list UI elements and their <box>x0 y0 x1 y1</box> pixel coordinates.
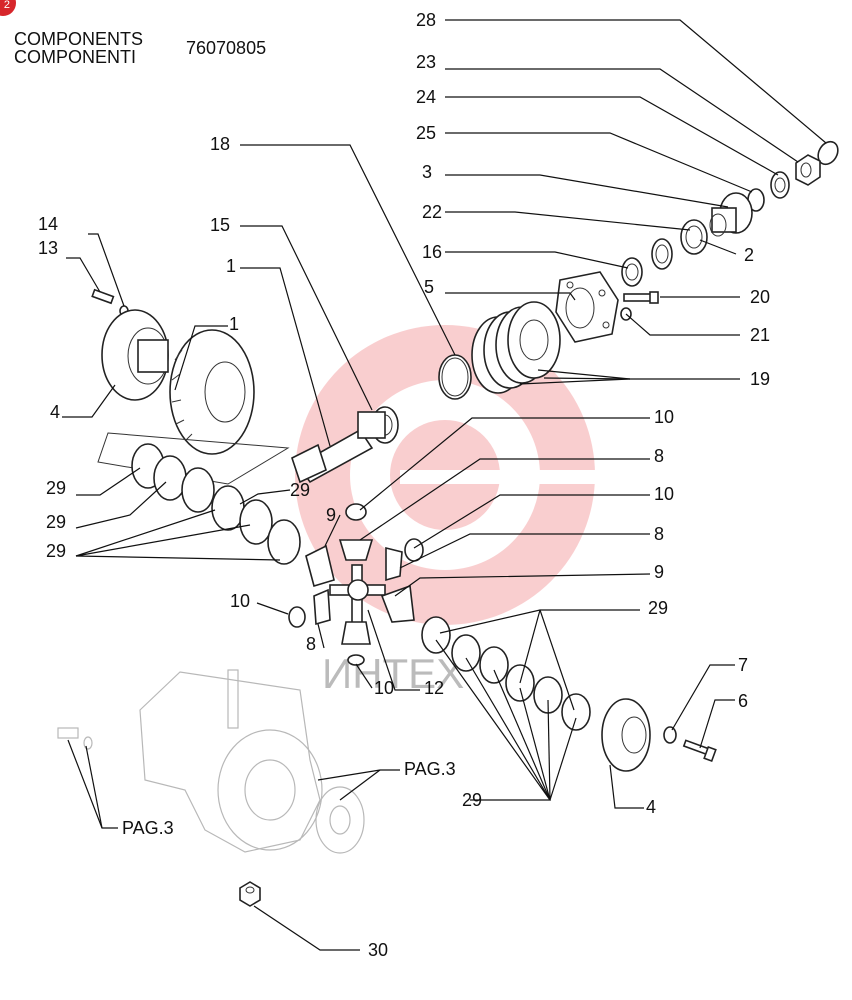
callout-19: 19 <box>750 369 770 389</box>
spider-12 <box>329 564 386 631</box>
callout-labels: 28 23 24 25 3 22 2 16 5 20 21 19 18 15 1… <box>38 10 770 960</box>
callout-10-b: 10 <box>654 484 674 504</box>
page-title: COMPONENTS COMPONENTI <box>14 30 143 66</box>
bearing-16 <box>621 257 643 287</box>
washer-10-bottom <box>347 654 365 666</box>
spacer-2 <box>651 238 673 270</box>
callout-1-crown: 1 <box>229 314 239 334</box>
callout-6: 6 <box>738 691 748 711</box>
page-badge: 2 <box>0 0 16 16</box>
callout-8-c: 8 <box>306 634 316 654</box>
clutch-discs-19 <box>471 301 561 394</box>
callout-29-e: 29 <box>648 598 668 618</box>
carrier-4-left <box>101 309 169 401</box>
callout-9-a: 9 <box>326 505 336 525</box>
callout-22: 22 <box>422 202 442 222</box>
callout-24: 24 <box>416 87 436 107</box>
callout-10-a: 10 <box>654 407 674 427</box>
washer-7 <box>663 726 677 744</box>
crown-wheel-1 <box>169 329 255 455</box>
callout-16: 16 <box>422 242 442 262</box>
callout-10-c: 10 <box>230 591 250 611</box>
gear-9-top <box>338 539 374 561</box>
bracket-lines-left <box>97 432 290 485</box>
washer-10-top <box>345 503 367 521</box>
friction-discs-29-right <box>421 616 591 731</box>
callout-1-shaft: 1 <box>226 256 236 276</box>
callout-10-d: 10 <box>374 678 394 698</box>
callout-29-a: 29 <box>46 478 66 498</box>
bearing-15 <box>357 406 399 444</box>
axle-housing <box>57 669 365 854</box>
callout-29-d: 29 <box>46 541 66 561</box>
friction-discs-29-left <box>131 443 301 565</box>
callout-14: 14 <box>38 214 58 234</box>
callout-4-left: 4 <box>50 402 60 422</box>
nut-30 <box>239 881 261 907</box>
title-italian: COMPONENTI <box>14 47 137 67</box>
o-ring-28 <box>817 140 839 166</box>
pinion-shaft-1 <box>291 428 374 484</box>
callout-pag3-left: PAG.3 <box>122 818 174 838</box>
callout-12: 12 <box>424 678 444 698</box>
callout-9-b: 9 <box>654 562 664 582</box>
bearing-22 <box>680 219 708 255</box>
callout-2: 2 <box>744 245 754 265</box>
callout-21: 21 <box>750 325 770 345</box>
callout-20: 20 <box>750 287 770 307</box>
gear-9-right <box>380 584 415 623</box>
callout-29-f: 29 <box>462 790 482 810</box>
carrier-4-right <box>601 698 651 772</box>
callout-30: 30 <box>368 940 388 960</box>
bolt-6 <box>682 739 717 763</box>
title-english: COMPONENTS <box>14 29 144 49</box>
gear-8-left-upper <box>305 544 335 588</box>
callout-7: 7 <box>738 655 748 675</box>
washer-10-left <box>288 606 306 628</box>
callout-pag3-right: PAG.3 <box>404 759 456 779</box>
housing-5 <box>555 271 619 343</box>
callout-18: 18 <box>210 134 230 154</box>
flange-3 <box>709 192 753 237</box>
callout-29-b: 29 <box>290 480 310 500</box>
watermark-text: ИНТЕХ <box>322 650 464 697</box>
callout-29-c: 29 <box>46 512 66 532</box>
nut-23 <box>795 154 821 186</box>
callout-13: 13 <box>38 238 58 258</box>
part-code: 76070805 <box>186 38 267 58</box>
callout-23: 23 <box>416 52 436 72</box>
callout-8-a: 8 <box>654 446 664 466</box>
o-ring-18 <box>438 354 472 400</box>
callout-8-b: 8 <box>654 524 664 544</box>
bolt-20 <box>623 291 659 304</box>
watermark-logo <box>295 325 640 625</box>
callout-4-right: 4 <box>646 797 656 817</box>
callout-15: 15 <box>210 215 230 235</box>
callout-25: 25 <box>416 123 436 143</box>
gear-8-bottom <box>341 621 371 645</box>
callout-5: 5 <box>424 277 434 297</box>
gear-8-left-lower <box>313 588 331 626</box>
gear-8-right <box>385 546 403 582</box>
callout-3: 3 <box>422 162 432 182</box>
leader-lines <box>62 19 827 951</box>
bolt-13 <box>91 288 115 305</box>
callout-28: 28 <box>416 10 436 30</box>
washer-24 <box>770 171 790 199</box>
